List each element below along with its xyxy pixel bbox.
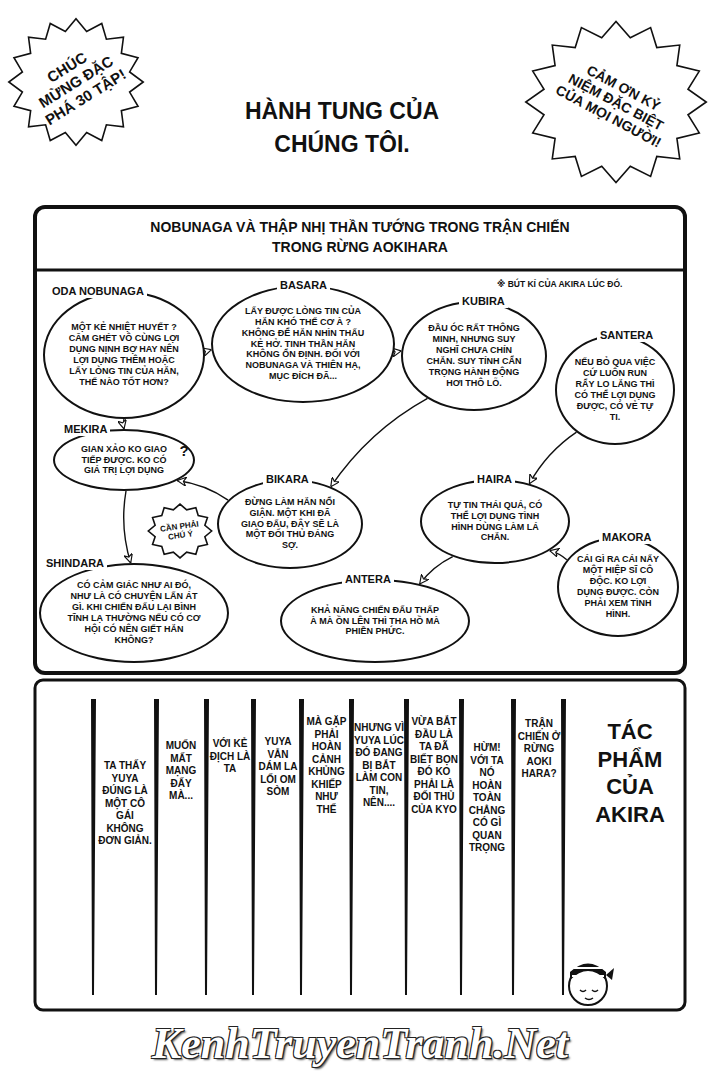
page-title: HÀNH TUNG CỦA CHÚNG TÔI. [222, 95, 462, 162]
column-text: VỚI KẺ ĐỊCH LÀ TA [209, 738, 251, 776]
starburst-shape [526, 21, 706, 182]
thought-bubble: HAIRATỰ TIN THÁI QUÁ, CÓ THỂ LỢI DỤNG TÌ… [420, 479, 570, 564]
column-divider [562, 700, 565, 995]
bottom-frame [35, 680, 685, 1010]
relation-arrow [529, 432, 576, 484]
bubble-heading: ODA NOBUNAGA [49, 284, 147, 298]
question-mark: ? [176, 442, 192, 461]
bubble-heading: BASARA [277, 278, 330, 292]
thought-bubble: SANTERANẾU BỎ QUA VIỆC CỨ LUÔN RUN RẨY L… [555, 335, 675, 445]
relation-arrow [123, 419, 125, 429]
bubble-body: CÓ CẢM GIÁC NHƯ AI ĐÓ, NHƯ LÀ CÓ CHUYỆN … [67, 580, 201, 646]
relation-arrow [177, 481, 228, 501]
decor-layer [35, 207, 685, 1010]
thought-bubble: ANTERAKHẢ NĂNG CHIẾN ĐẤU THẤP À MÀ ỒN LÊ… [280, 579, 470, 663]
bubble-body: NẾU BỎ QUA VIỆC CỨ LUÔN RUN RẨY LO LẮNG … [573, 357, 657, 423]
header-divider [37, 269, 683, 272]
panel-box: NOBUNAGA VÀ THẬP NHỊ THẦN TƯỚNG TRONG TR… [35, 207, 685, 673]
bubble-body: MỘT KẺ NHIỆT HUYẾT ? CĂM GHÉT VÔ CÙNG LỢ… [67, 322, 181, 388]
bubble-heading: HAIRA [474, 472, 515, 486]
column-divider [512, 700, 515, 995]
bubble-heading: SANTERA [597, 328, 656, 342]
bubble-heading: KUBIRA [459, 294, 508, 308]
column-text: YUYA VẪN DÁM LA LỐI OM SÒM [256, 736, 300, 799]
column-divider [300, 700, 303, 995]
bubble-body: TỰ TIN THÁI QUÁ, CÓ THỂ LỢI DỤNG TÌNH HÌ… [442, 500, 547, 544]
column-text: MUỐN MẤT MẠNG ĐẤY MÀ... [158, 740, 204, 803]
bubble-body: ĐẦU ÓC RẤT THÔNG MINH, NHƯNG SUY NGHĨ CH… [423, 323, 525, 389]
starburst-shape [148, 504, 211, 558]
bubble-body: CÁI GÌ RA CÁI NẤY MỘT HIỆP SĨ CÔ ĐỘC. KO… [576, 554, 661, 620]
column-divider [92, 700, 95, 995]
column-divider [205, 700, 208, 995]
starburst-shape [9, 19, 143, 146]
thought-bubble: ODA NOBUNAGAMỘT KẺ NHIỆT HUYẾT ? CĂM GHÉ… [43, 291, 205, 419]
bubble-body: LẤY ĐƯỢC LÒNG TIN CỦA HẮN KHÓ THẾ CƠ À ?… [238, 306, 368, 383]
panel-header: NOBUNAGA VÀ THẬP NHỊ THẦN TƯỚNG TRONG TR… [145, 217, 575, 258]
starburst-box: CHÚC MỪNG ĐẶC PHÁ 30 TẬP! [6, 16, 146, 148]
thought-bubble: KUBIRAĐẦU ÓC RẤT THÔNG MINH, NHƯNG SUY N… [401, 301, 547, 411]
panel-frame [35, 207, 685, 673]
column-divider [252, 700, 255, 995]
column-dividers [92, 700, 565, 995]
starburst-box: CẢM ƠN KỶ NIỆM ĐẶC BIỆT CỦA MỌI NGƯỜI! [522, 18, 710, 186]
panel-note: ※ BÚT KÍ CỦA AKIRA LÚC ĐÓ. [497, 279, 682, 289]
thought-bubble: SHINDARACÓ CẢM GIÁC NHƯ AI ĐÓ, NHƯ LÀ CÓ… [39, 563, 229, 663]
thought-bubble: MAKORACÁI GÌ RA CÁI NẤY MỘT HIỆP SĨ CÔ Đ… [557, 537, 679, 637]
column-text: HỪM! VỚI TA NÓ HOÀN TOÀN CHẲNG CÓ GÌ QUA… [464, 742, 510, 855]
column-divider [460, 700, 463, 995]
thought-bubble: BASARALẤY ĐƯỢC LÒNG TIN CỦA HẮN KHÓ THẾ … [211, 285, 395, 403]
relation-arrow [124, 491, 131, 563]
chibi-akira [569, 964, 614, 1006]
column-text: TÁC PHẨM CỦA AKIRA [575, 718, 685, 828]
column-divider [405, 700, 408, 995]
bubble-body: KHẢ NĂNG CHIẾN ĐẤU THẤP À MÀ ỒN LÊN THÌ … [308, 605, 442, 638]
relation-arrow [550, 551, 567, 560]
column-divider [350, 700, 353, 995]
thought-bubble: MEKIRAGIAN XẢO KO GIAO TIẾP ĐƯỢC. KO CÓ … [53, 429, 195, 491]
column-text: NHƯNG VÌ YUYA LÚC ĐÓ ĐANG BỊ BẮT LÀM CON… [354, 722, 404, 810]
bubble-body: GIAN XẢO KO GIAO TIẾP ĐƯỢC. KO CÓ GIÁ TR… [74, 444, 173, 477]
column-text: VỪA BẮT ĐẦU LÀ TA ĐÃ BIẾT BỌN ĐÓ KO PHẢI… [409, 716, 459, 816]
watermark: KenhTruyenTranh.Net [40, 1016, 680, 1071]
column-divider [155, 700, 158, 995]
column-text: TA THẤY YUYA ĐÚNG LÀ MỘT CÔ GÁI KHÔNG ĐƠ… [97, 760, 153, 848]
thought-bubble: BIKARAĐỪNG LÀM HẮN NỔI GIẬN. MỘT KHI ĐÃ … [217, 479, 363, 569]
starburst-box: CẦN PHẢI CHÚ Ý [147, 503, 213, 559]
bubble-heading: BIKARA [263, 472, 312, 486]
bubble-heading: MEKIRA [61, 422, 110, 436]
bubble-body: ĐỪNG LÀM HẮN NỔI GIẬN. MỘT KHI ĐÃ GIAO Đ… [239, 497, 341, 552]
bubble-heading: MAKORA [599, 530, 655, 544]
bubble-heading: ANTERA [342, 572, 394, 586]
column-text: TRẬN CHIẾN Ở RỪNG AOKI HARA? [517, 718, 561, 781]
relation-arrow [420, 557, 453, 584]
bubble-heading: SHINDARA [43, 556, 107, 570]
column-text: MÀ GẶP PHẢI HOÀN CẢNH KHỦNG KHIẾP NHƯ TH… [304, 716, 349, 816]
relation-arrow [331, 398, 428, 486]
